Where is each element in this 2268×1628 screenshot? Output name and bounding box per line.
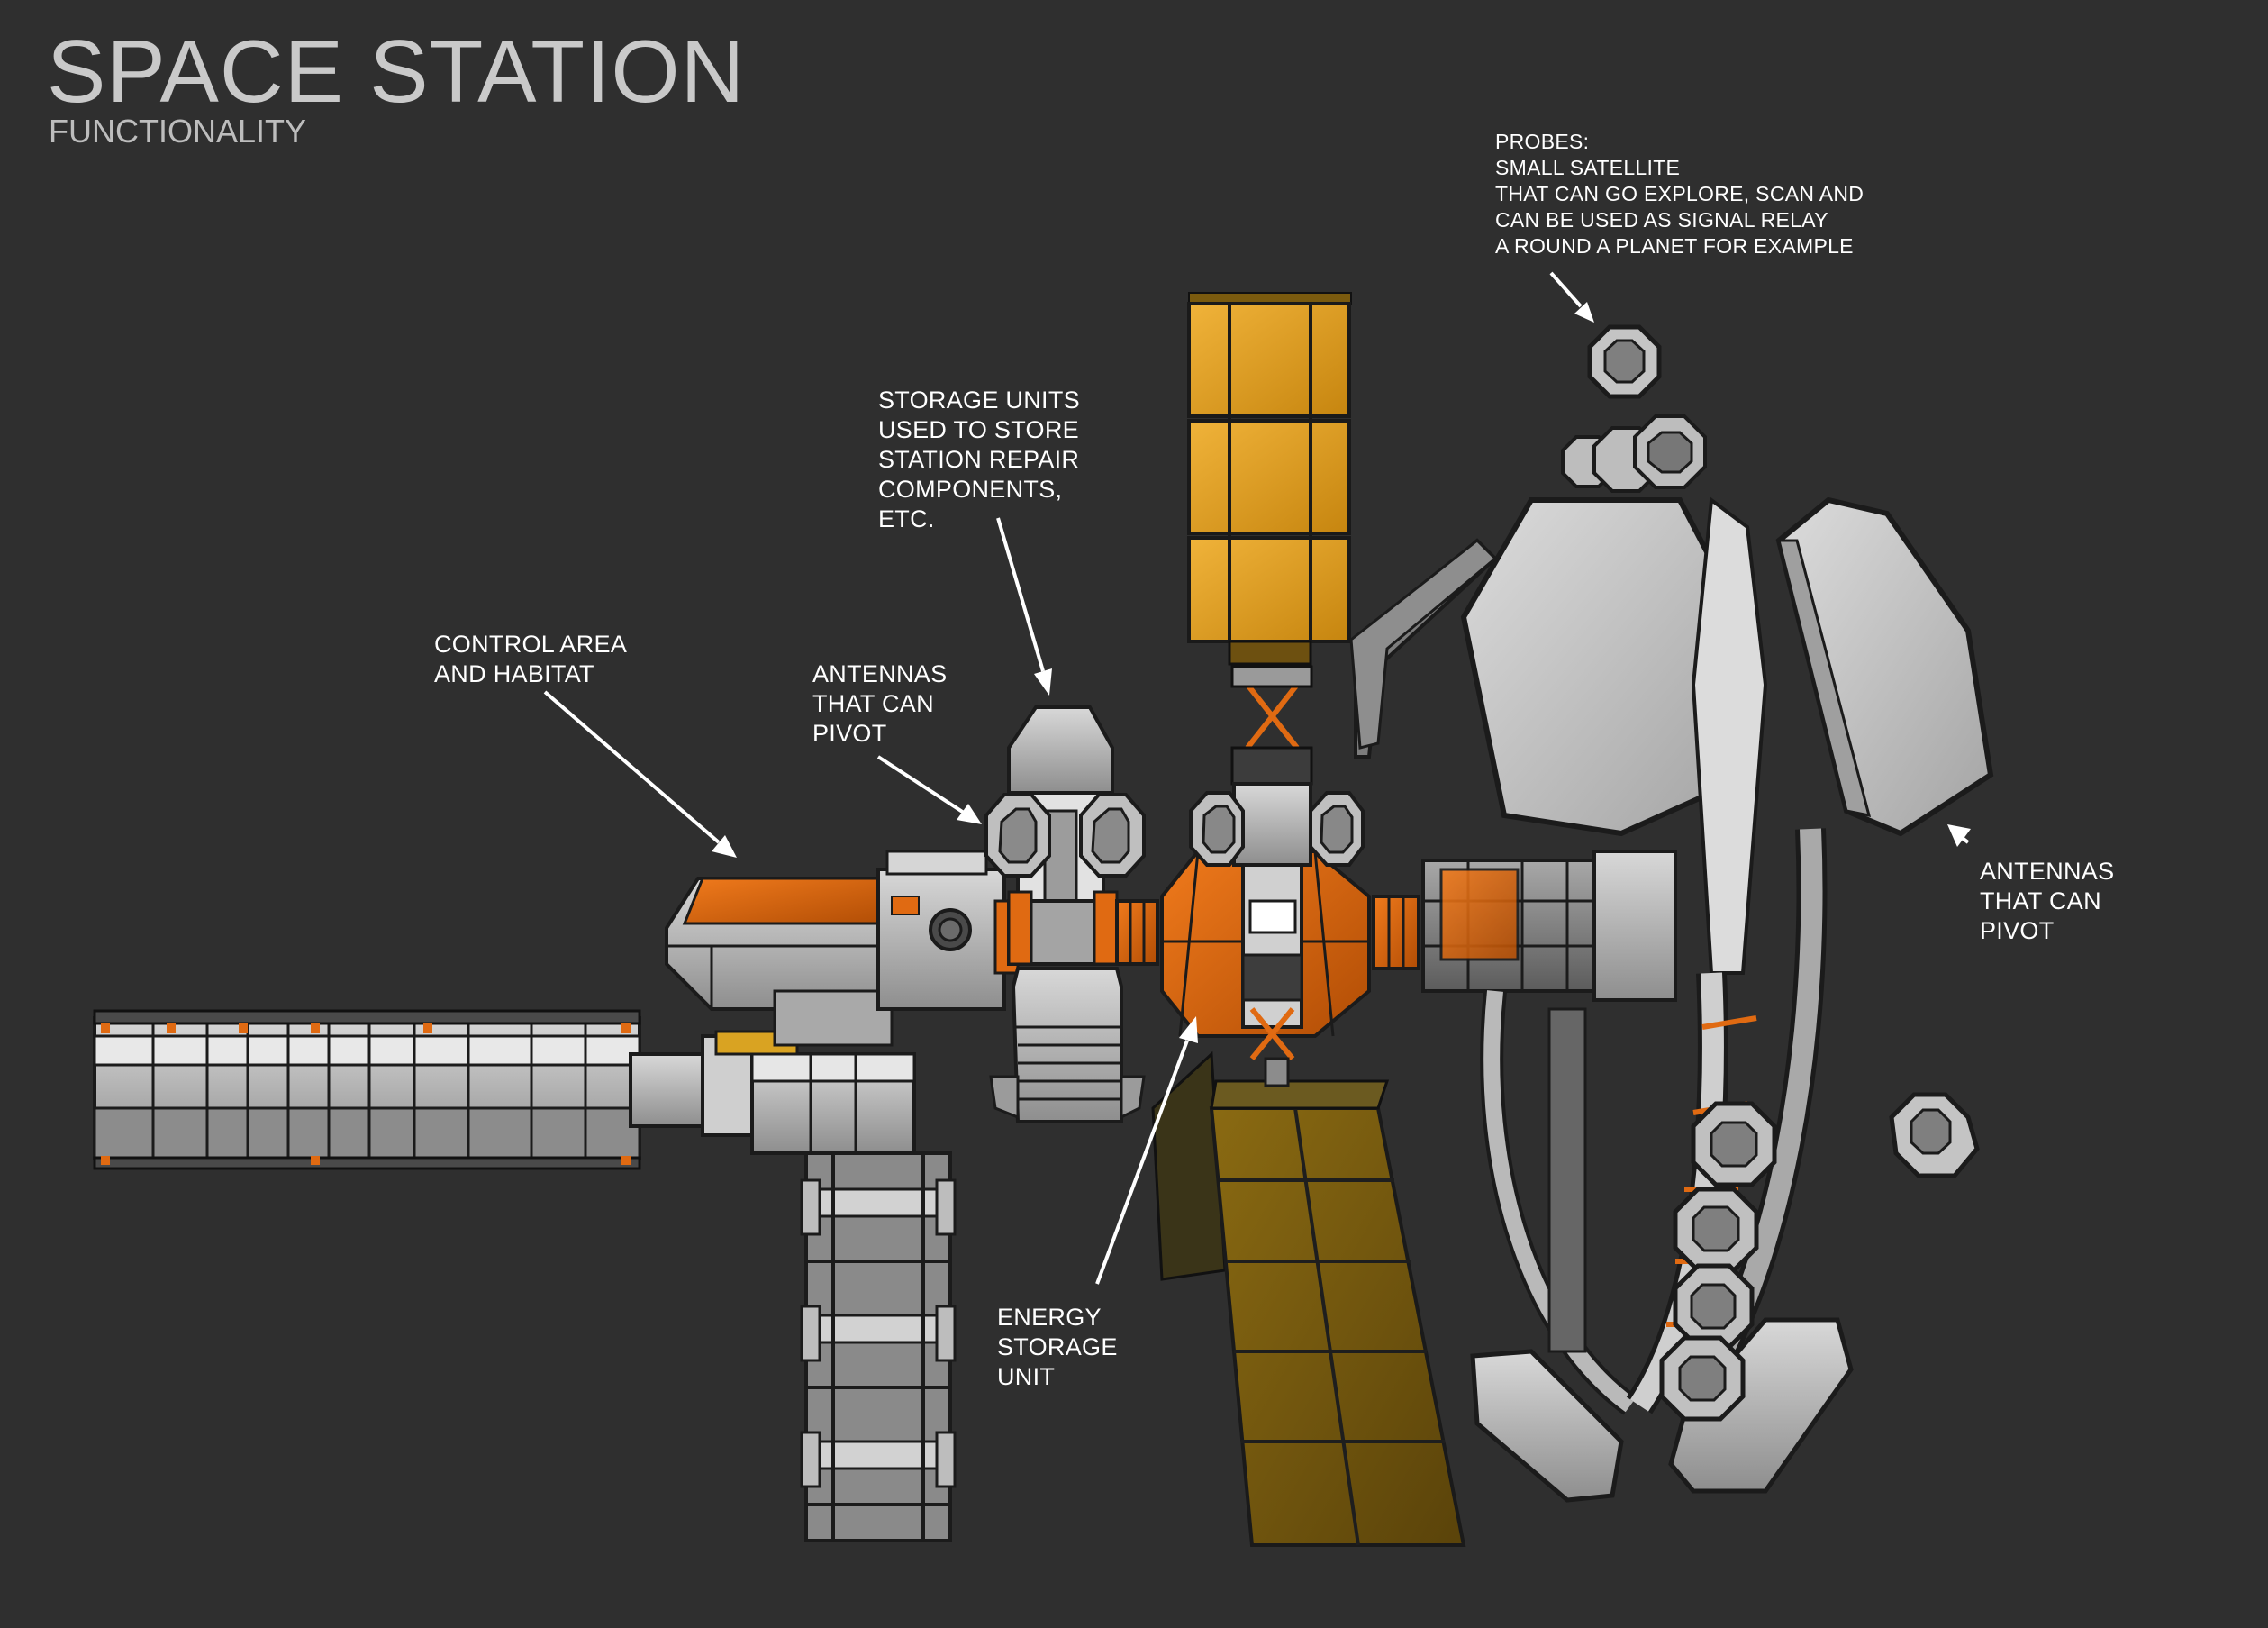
arrow-energy-storage [1095,1016,1198,1285]
antennas-left-callout-label: ANTENNAS THAT CAN PIVOT [812,660,948,747]
arrow-antennas-left [876,755,982,824]
control-area-callout-label: CONTROL AREA AND HABITAT [434,631,628,687]
lower-solar-array [1151,1050,1466,1547]
probes-callout-label: PROBES: SMALL SATELLITE THAT CAN GO EXPL… [1495,130,1864,258]
right-antenna-module [1349,496,1994,1503]
upper-solar-array [1187,292,1352,786]
energy-storage-callout-label: ENERGY STORAGE UNIT [997,1304,1118,1390]
page-title: SPACE STATION [47,22,746,121]
arrow-probes [1549,271,1594,323]
control-habitat-module [665,850,1020,1047]
arrow-storage-units [996,517,1052,696]
antennas-right-callout-label: ANTENNAS THAT CAN PIVOT [1980,858,2115,944]
storage-units-callout-label: STORAGE UNITS USED TO STORE STATION REPA… [878,387,1080,532]
callout-arrows [543,271,1971,1285]
lower-vertical-truss [800,1151,957,1542]
storage-units-module [984,705,1146,1123]
arrow-antennas-right [1947,824,1971,847]
connector-rings [1115,895,1420,970]
energy-storage-hub [1160,782,1371,1087]
probes [1561,324,1980,1422]
arrow-control-area [543,690,737,858]
page-subtitle: FUNCTIONALITY [49,113,307,150]
